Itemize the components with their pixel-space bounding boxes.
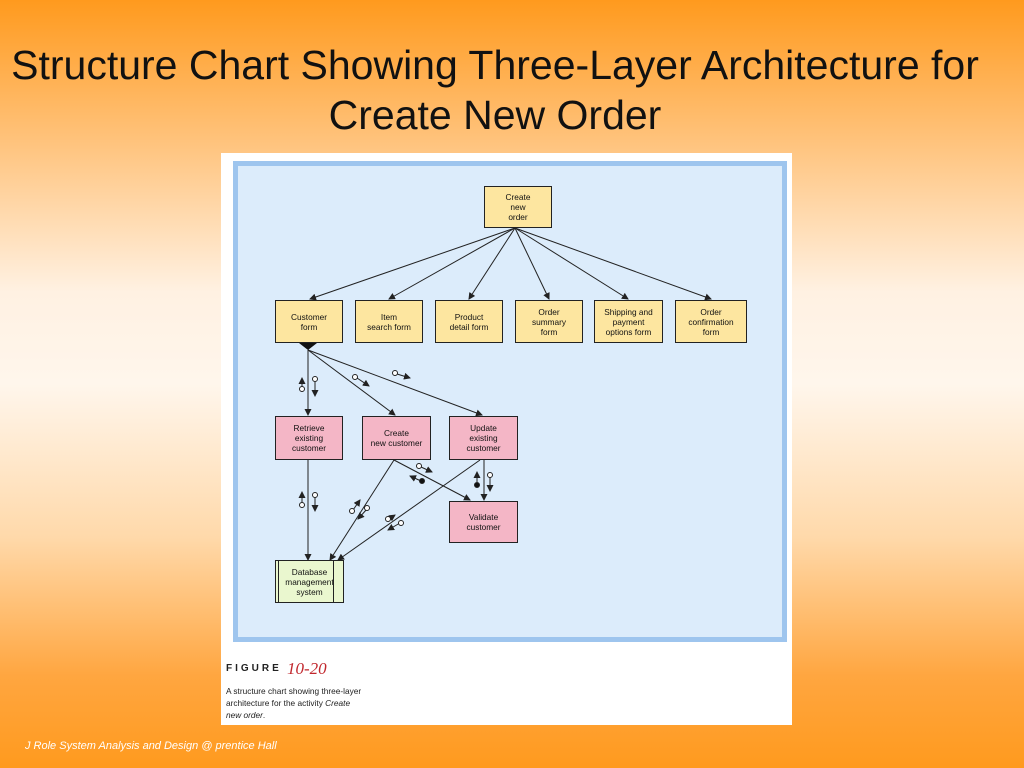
data-couple-icon	[312, 376, 318, 382]
call-line	[468, 227, 516, 300]
data-couple-icon	[312, 492, 318, 498]
data-couple-arrow	[357, 508, 368, 520]
call-line	[514, 227, 712, 301]
data-couple-arrow	[352, 499, 361, 511]
module-order-confirmation-form: Order confirmation form	[675, 300, 747, 343]
data-couple-icon	[349, 508, 355, 514]
call-line	[307, 349, 396, 416]
data-couple-icon	[487, 472, 493, 478]
module-create-new-customer: Create new customer	[362, 416, 431, 460]
data-couple-arrow	[420, 466, 433, 473]
module-order-summary-form: Order summary form	[515, 300, 583, 343]
data-couple-icon	[352, 374, 358, 380]
module-retrieve-existing-customer: Retrieve existing customer	[275, 416, 343, 460]
data-couple-icon	[416, 463, 422, 469]
module-customer-form: Customer form	[275, 300, 343, 343]
data-couple-icon	[299, 502, 305, 508]
footer-credit: J Role System Analysis and Design @ pren…	[25, 740, 277, 752]
data-couple-arrow	[387, 522, 401, 531]
data-couple-arrow	[396, 372, 411, 380]
figure-number: 10-20	[287, 659, 327, 678]
data-couple-arrow	[356, 377, 370, 387]
control-flag-icon	[474, 482, 480, 488]
call-line	[307, 349, 483, 417]
figure-caption: A structure chart showing three-layer ar…	[226, 685, 366, 721]
module-product-detail-form: Product detail form	[435, 300, 503, 343]
data-couple-icon	[299, 386, 305, 392]
module-create-new-order: Create new order	[484, 186, 552, 228]
module-database-management-system: Database management system	[275, 560, 344, 603]
call-line	[514, 227, 629, 300]
caption-text-prefix: A structure chart showing three-layer ar…	[226, 686, 362, 708]
module-validate-customer: Validate customer	[449, 501, 518, 543]
slide-title: Structure Chart Showing Three-Layer Arch…	[11, 42, 979, 138]
module-update-existing-customer: Update existing customer	[449, 416, 518, 460]
module-item-search-form: Item search form	[355, 300, 423, 343]
module-shipping-payment-form: Shipping and payment options form	[594, 300, 663, 343]
call-line	[388, 227, 516, 300]
call-line	[393, 459, 471, 501]
data-couple-icon	[392, 370, 398, 376]
data-couple-icon	[398, 520, 404, 526]
call-line	[337, 459, 481, 561]
caption-text-suffix: .	[262, 710, 266, 720]
call-line	[329, 459, 395, 561]
control-flag-icon	[419, 478, 425, 484]
call-line	[309, 227, 516, 301]
figure-label: FIGURE	[226, 663, 282, 674]
caption-text-italic: Create new order	[226, 698, 351, 720]
data-couple-icon	[385, 516, 391, 522]
data-couple-icon	[364, 505, 370, 511]
call-line	[514, 227, 550, 300]
